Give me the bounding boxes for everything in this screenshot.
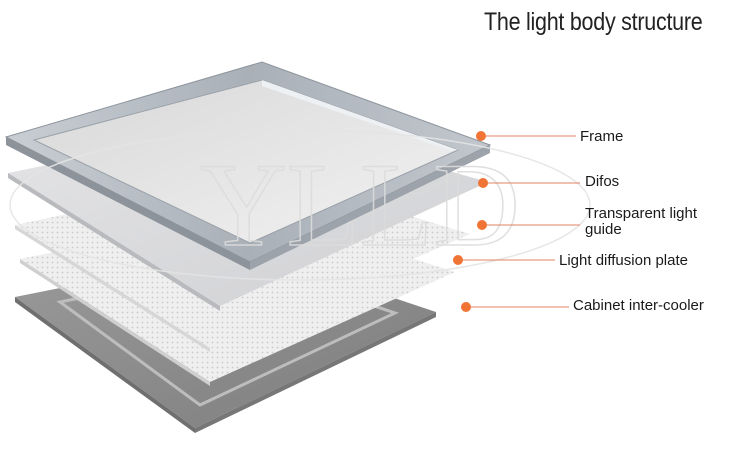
difos-edge [8,173,220,311]
marker-cooler [461,302,471,312]
layer-frame [4,61,492,270]
light-guide-edge [15,225,210,352]
label-frame: Frame [580,128,624,145]
marker-frame [476,131,486,141]
cooler-edge-right [195,312,436,433]
label-difos: Difos [585,173,620,190]
diagram-title: The light body structure [484,8,703,36]
frame-inner-lip [262,80,458,151]
label-cabinet-inter-cooler: Cabinet inter-cooler [573,297,704,314]
watermark-logo: YLLD [9,129,591,281]
diffusion-edge [20,259,210,386]
marker-light-guide [477,220,487,230]
watermark-text: YLLD [200,138,520,271]
frame-side-right [250,145,490,270]
frame-side-left [6,137,250,270]
label-light-diffusion-plate: Light diffusion plate [559,252,688,269]
label-transparent-light-guide: Transparent light guide [585,205,698,238]
marker-diffusion [453,255,463,265]
callouts [453,131,580,312]
watermark-ring [9,129,591,281]
cooler-edge [15,297,195,433]
marker-difos [478,178,488,188]
